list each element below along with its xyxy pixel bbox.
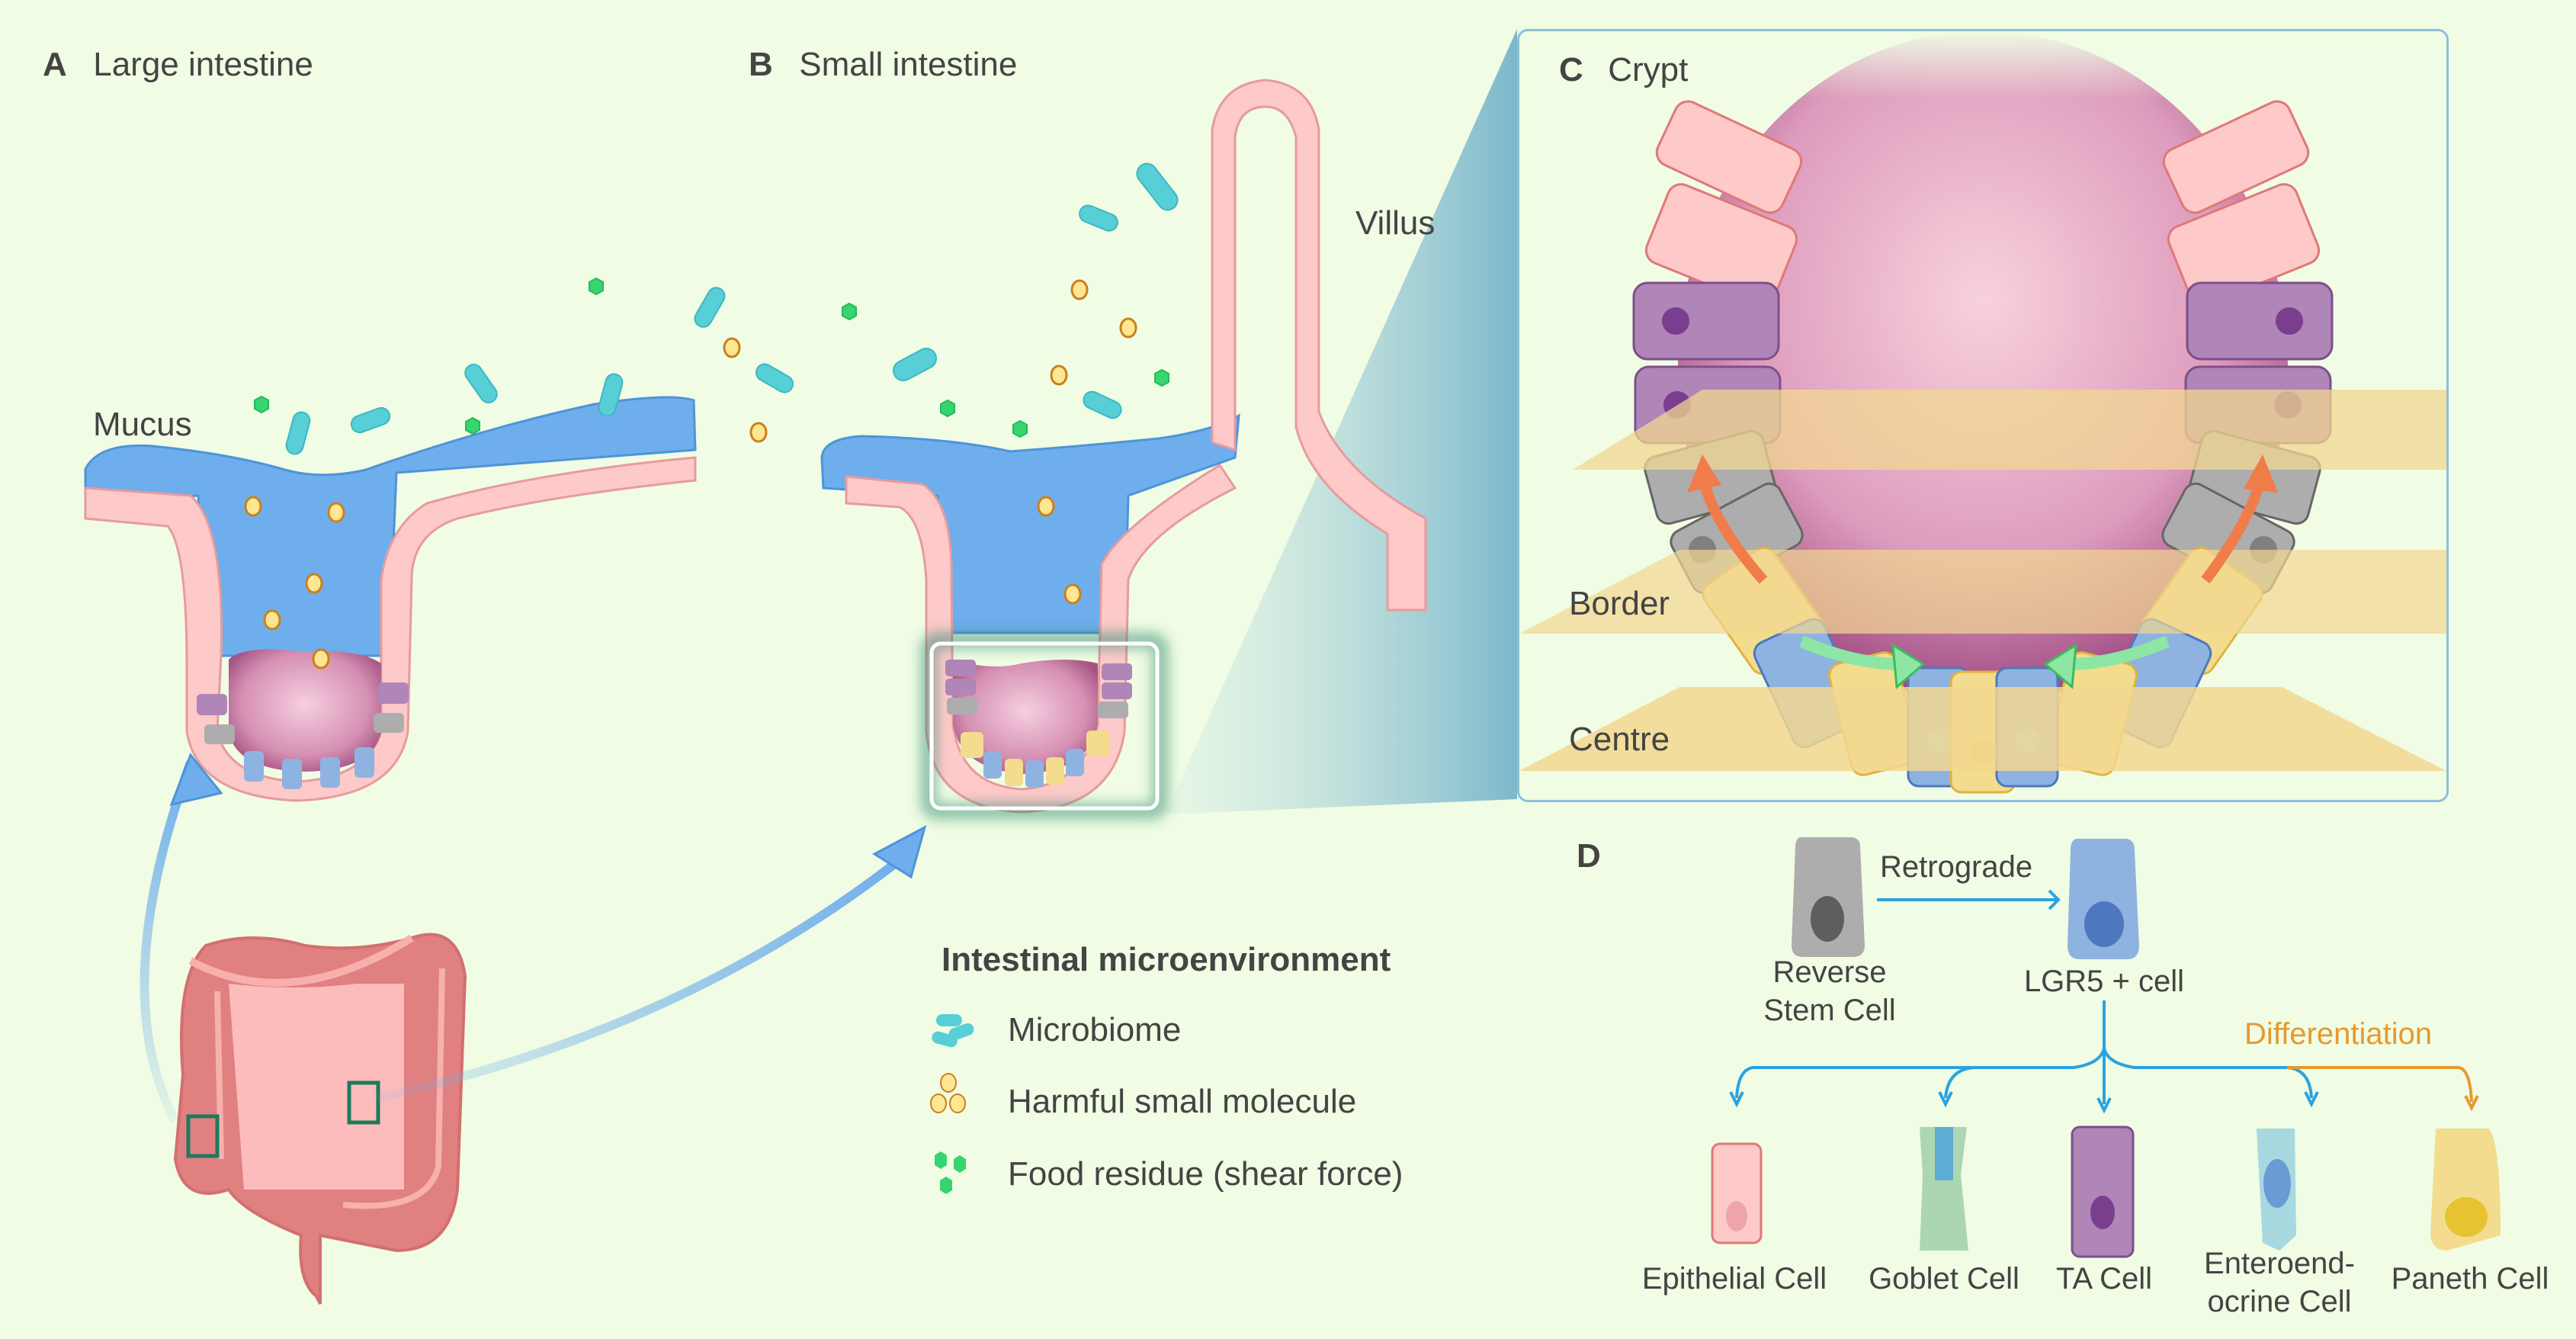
enteroendocrine-label-line1: Enteroend- [2204, 1247, 2355, 1280]
panel-b-title: Small intestine [799, 46, 1018, 83]
panel-a-title: Large intestine [93, 46, 313, 83]
ta-cell-label: TA Cell [2056, 1262, 2152, 1296]
enteroendocrine-cell-icon [2257, 1129, 2296, 1251]
food-residue-particles [254, 277, 1169, 438]
large-intestine-crypt [84, 396, 697, 802]
molecules-a [244, 496, 345, 670]
panel-c-letter: C [1559, 51, 1583, 88]
colon-illustration [173, 933, 467, 1305]
arrow-head-large [169, 753, 223, 807]
differentiation-label: Differentiation [2244, 1017, 2433, 1051]
reverse-stem-label-line2: Stem Cell [1763, 994, 1896, 1027]
small-intestine-marker [347, 1081, 380, 1125]
legend-title: Intestinal microenvironment [942, 941, 1391, 978]
paneth-cell-icon [2430, 1129, 2501, 1251]
food-residue-icon [935, 1151, 966, 1194]
reverse-stem-label-line1: Reverse [1772, 955, 1887, 989]
panel-c-crypt: C Crypt Border Centre [1517, 29, 2449, 802]
crypt-lumen-b [953, 660, 1098, 774]
panel-a-header: A Large intestine [43, 46, 313, 84]
reverse-stem-cell-label: Reverse Stem Cell [1746, 953, 1914, 1029]
enteroendocrine-label-line2: ocrine Cell [2207, 1285, 2352, 1318]
epithelial-cell-icon [1711, 1142, 1763, 1244]
microbiome-particles [285, 162, 1179, 455]
green-arrow-right [2068, 635, 2170, 670]
stem-cells-a [197, 682, 409, 789]
goblet-cell-label: Goblet Cell [1869, 1262, 2019, 1296]
arrow-to-large-intestine [140, 760, 195, 1123]
panel-b-letter: B [749, 46, 773, 83]
centre-label: Centre [1569, 721, 1670, 758]
panel-a-letter: A [43, 46, 67, 83]
differentiation-tree [1729, 1000, 2479, 1114]
villus-label: Villus [1355, 204, 1436, 242]
retrograde-label: Retrograde [1880, 850, 2033, 884]
lgr5-label: LGR5 + cell [2023, 965, 2185, 998]
legend-item-harmful-molecule: Harmful small molecule [1008, 1083, 1357, 1120]
small-intestine-crypt [820, 79, 1427, 820]
border-label: Border [1569, 585, 1670, 622]
large-intestine-marker [186, 1114, 220, 1158]
paneth-cell-label: Paneth Cell [2391, 1262, 2549, 1296]
villus [1211, 79, 1427, 612]
panel-d-letter: D [1577, 837, 1601, 875]
mucus-label: Mucus [93, 406, 192, 443]
molecules-b [1037, 496, 1082, 605]
legend-item-microbiome: Microbiome [1008, 1011, 1182, 1048]
ta-cell-icon [2071, 1125, 2135, 1258]
epithelial-cell-label: Epithelial Cell [1641, 1262, 1827, 1296]
zoom-beam [1166, 29, 1517, 814]
goblet-cell-icon [1920, 1127, 1968, 1251]
highlight-box [920, 632, 1169, 820]
harmful-molecule-icon [930, 1073, 966, 1113]
panel-c-title: Crypt [1608, 51, 1689, 88]
epithelium-band-b [845, 463, 1237, 814]
crypt-lumen-a [229, 649, 381, 772]
arrow-to-small-intestine [376, 850, 910, 1103]
plane-centre [1519, 687, 2446, 771]
enteroendocrine-cell-label: Enteroend- ocrine Cell [2180, 1244, 2379, 1321]
mucus-layer-a [84, 396, 697, 657]
harmful-molecule-particles [723, 279, 1137, 443]
stem-cells-b [945, 660, 1132, 788]
plane-top [1573, 390, 2446, 470]
green-arrow-left [1798, 635, 1901, 670]
arrow-head-small [871, 825, 927, 879]
microbiome-icon [932, 1014, 974, 1048]
legend-item-food-residue: Food residue (shear force) [1008, 1155, 1403, 1193]
panel-d-diagram [1711, 837, 2501, 1258]
panel-b-header: B Small intestine [749, 46, 1017, 84]
crypt-illustration [1519, 31, 2446, 794]
